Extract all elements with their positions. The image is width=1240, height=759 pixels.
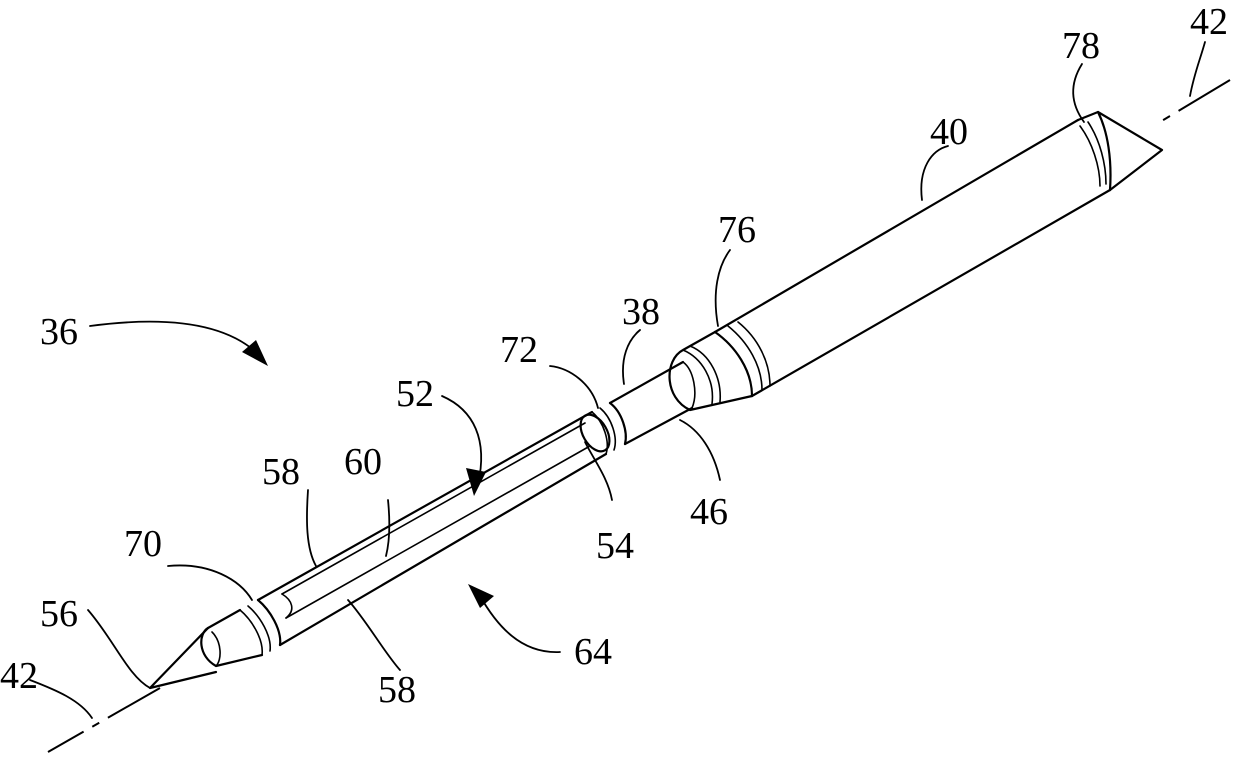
- leader-lines: [30, 42, 1205, 718]
- label-42-top: 42: [1190, 1, 1228, 43]
- slotted-cannula: [240, 412, 606, 655]
- central-axis: [48, 80, 1230, 752]
- label-70: 70: [124, 523, 162, 565]
- inner-shaft: [592, 362, 695, 454]
- label-78: 78: [1062, 25, 1100, 67]
- label-46: 46: [690, 491, 728, 533]
- label-36: 36: [40, 311, 78, 353]
- lumen-opening: [575, 410, 616, 457]
- label-58-top: 58: [262, 451, 300, 493]
- label-54: 54: [596, 525, 634, 567]
- reference-numerals: 42 78 40 76 38 72 36 52 58 60 46 54 70 5…: [0, 1, 1228, 711]
- outer-body: [670, 112, 1162, 410]
- needle-tip: [150, 610, 262, 688]
- label-52: 52: [396, 373, 434, 415]
- label-58-bottom: 58: [378, 669, 416, 711]
- label-42-bottom: 42: [0, 655, 38, 697]
- label-38: 38: [622, 291, 660, 333]
- label-40: 40: [930, 111, 968, 153]
- label-64: 64: [574, 631, 612, 673]
- label-76: 76: [718, 209, 756, 251]
- label-60: 60: [344, 441, 382, 483]
- label-72: 72: [500, 329, 538, 371]
- label-56: 56: [40, 593, 78, 635]
